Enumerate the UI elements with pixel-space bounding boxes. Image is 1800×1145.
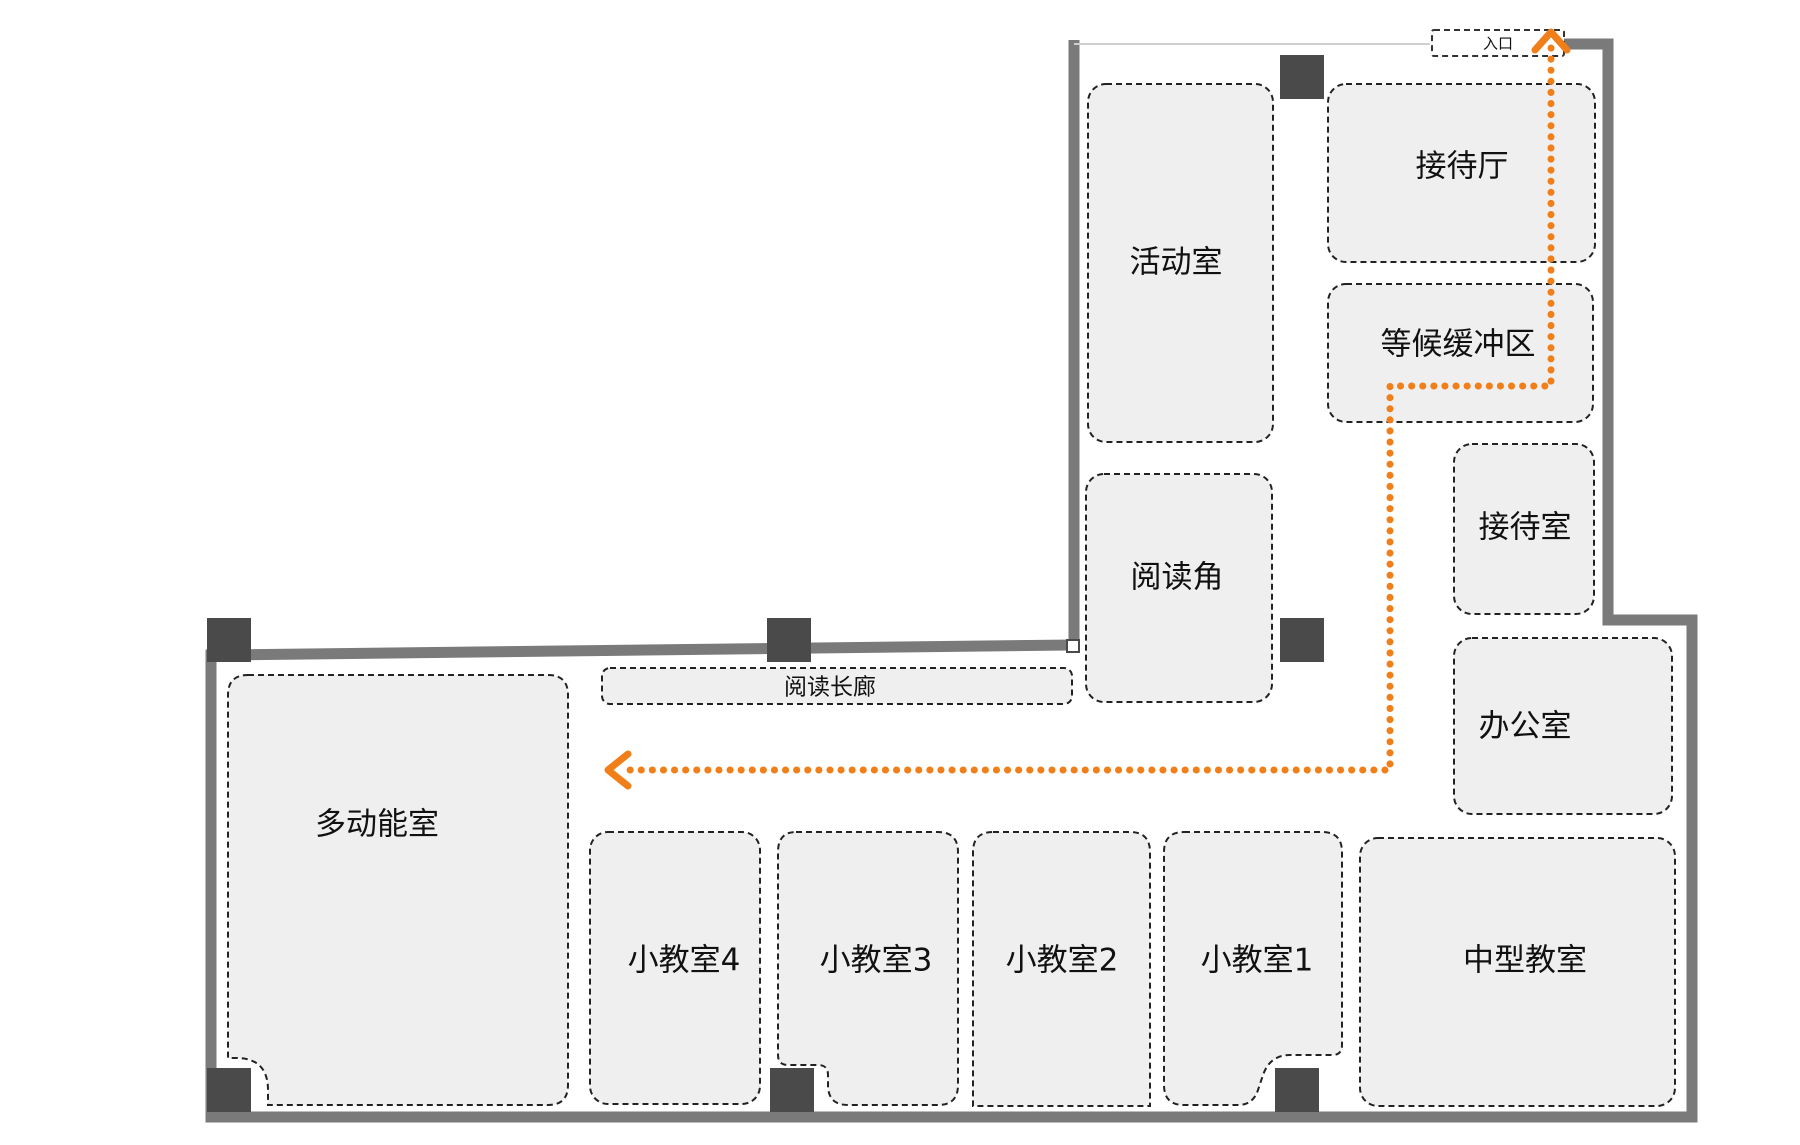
office[interactable]	[1453, 637, 1673, 815]
route-start-arrowhead	[1531, 28, 1571, 54]
pillar	[1280, 618, 1324, 662]
pillar	[1275, 1068, 1319, 1112]
reading-corridor[interactable]	[601, 667, 1073, 705]
pillar	[1280, 55, 1324, 99]
multi-function-room-label: 多动能室	[315, 807, 439, 843]
small-classroom-1-label: 小教室1	[1201, 943, 1314, 979]
reading-corner[interactable]	[1085, 473, 1273, 703]
office-label: 办公室	[1479, 709, 1572, 745]
reading-corner-label: 阅读角	[1131, 560, 1224, 596]
pillar	[770, 1068, 814, 1112]
reception-hall-label: 接待厅	[1416, 149, 1509, 185]
reception-room[interactable]	[1453, 443, 1595, 615]
pillars	[207, 55, 1324, 1112]
waiting-buffer-zone-label: 等候缓冲区	[1381, 327, 1536, 363]
waiting-buffer-zone[interactable]	[1327, 283, 1594, 423]
small-classroom-2-label: 小教室2	[1006, 943, 1119, 979]
route-path	[624, 44, 1555, 774]
pillar	[767, 618, 811, 662]
route-end-arrowhead	[604, 750, 632, 790]
small-classroom-2[interactable]	[972, 831, 1151, 1107]
small-classroom-3[interactable]	[777, 831, 959, 1106]
medium-classroom-label: 中型教室	[1463, 943, 1587, 979]
small-classroom-4-label: 小教室4	[628, 943, 741, 979]
small-post	[1066, 639, 1080, 653]
rooms: 入口 接待厅 活动室 等候缓冲区 阅读角 接待室 阅读长廊 办公室 多动能室 小…	[227, 29, 1676, 1107]
circulation-route	[604, 28, 1571, 790]
reading-corridor-label: 阅读长廊	[784, 675, 876, 701]
pillar	[207, 618, 251, 662]
entrance-label: 入口	[1483, 35, 1513, 53]
pillar	[207, 1068, 251, 1112]
medium-classroom[interactable]	[1359, 837, 1676, 1107]
activity-room-label: 活动室	[1130, 245, 1223, 281]
multi-function-room[interactable]	[227, 674, 569, 1106]
activity-room[interactable]	[1087, 83, 1274, 443]
small-classroom-4[interactable]	[589, 831, 761, 1105]
small-classroom-1[interactable]	[1163, 831, 1343, 1106]
reception-hall[interactable]	[1327, 83, 1596, 263]
small-classroom-3-label: 小教室3	[820, 943, 933, 979]
outer-wall	[205, 38, 1698, 1123]
reception-room-label: 接待室	[1479, 510, 1572, 546]
walls	[205, 38, 1698, 1123]
